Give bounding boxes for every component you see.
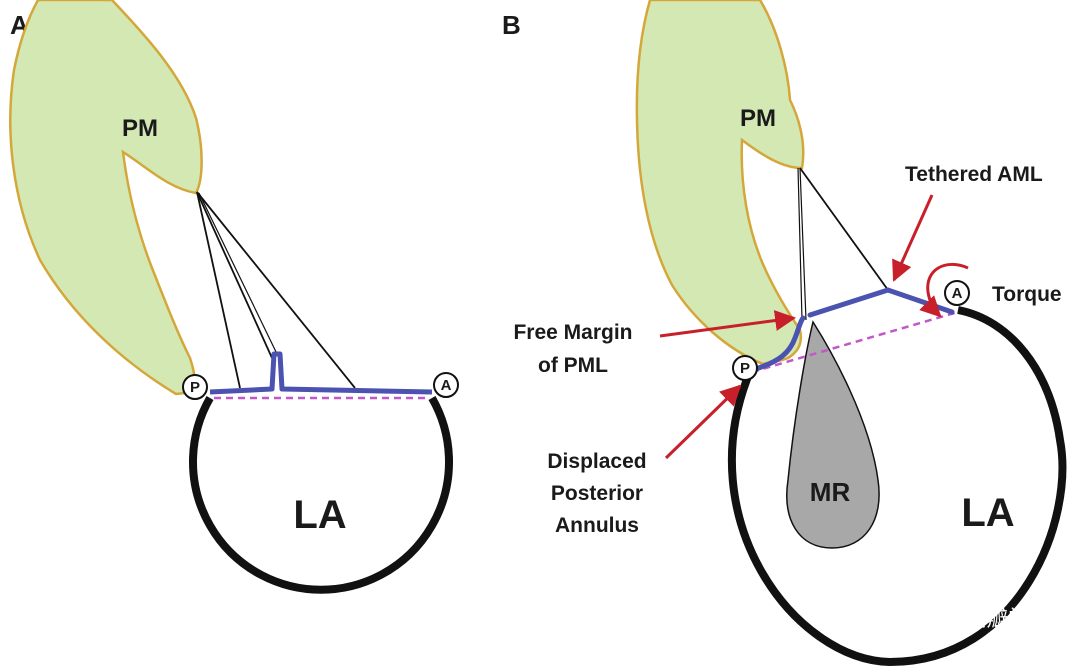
panel-a-mitral-leaflets	[209, 351, 433, 395]
panel-b-posterior-leaflet	[749, 315, 806, 373]
panel-b-mr-label: MR	[810, 477, 851, 507]
panel-b-tethered-aml-label: Tethered AML	[905, 163, 1043, 186]
panel-b-torque-arc-icon	[919, 262, 969, 318]
panel-b-pm-label: PM	[740, 105, 776, 132]
panel-b-anterior-marker-label: A	[952, 285, 963, 302]
panel-a-left-atrium-wall	[189, 396, 453, 594]
wechat-icon	[896, 605, 935, 637]
panel-b-letter: B	[502, 10, 521, 40]
watermark-text: 二尖瓣学	[942, 606, 1030, 631]
panel-a-anterior-marker: A	[433, 372, 459, 398]
panel-b-displaced-label-line2: Posterior	[551, 482, 643, 505]
panel-a-chordae	[196, 191, 356, 389]
panel-a-posterior-marker-label: P	[190, 379, 200, 396]
panel-b-left-atrium-wall	[727, 306, 1067, 667]
panel-b-posterior-marker: P	[732, 355, 758, 381]
panel-b-regurgitant-jet	[786, 320, 880, 549]
panel-b: B PM MR P A	[502, 0, 1067, 667]
panel-a-papillary-muscle	[9, 0, 203, 396]
panel-a-posterior-marker: P	[182, 374, 208, 400]
panel-a-pm-label: PM	[122, 115, 158, 142]
panel-a-la-label: LA	[293, 493, 346, 537]
panel-b-la-label: LA	[961, 491, 1014, 535]
panel-b-displaced-label-line1: Displaced	[547, 450, 646, 473]
panel-b-anterior-marker: A	[944, 280, 970, 306]
watermark: 二尖瓣学	[896, 605, 1030, 637]
panel-b-tethered-aml-arrow	[892, 194, 934, 282]
panel-b-free-margin-arrow	[659, 310, 797, 338]
panel-b-free-margin-label-line2: of PML	[538, 354, 608, 377]
panel-b-displaced-label-line3: Annulus	[555, 514, 639, 537]
panel-b-papillary-muscle	[635, 0, 805, 366]
panel-b-displaced-annulus-arrow	[664, 384, 742, 460]
panel-a-anterior-marker-label: A	[441, 377, 452, 394]
panel-b-chordae	[797, 167, 889, 321]
panel-b-torque-label: Torque	[992, 283, 1062, 306]
panel-a: A PM P A LA	[9, 0, 459, 594]
panel-b-free-margin-label-line1: Free Margin	[513, 321, 632, 344]
panel-b-posterior-marker-label: P	[740, 360, 750, 377]
